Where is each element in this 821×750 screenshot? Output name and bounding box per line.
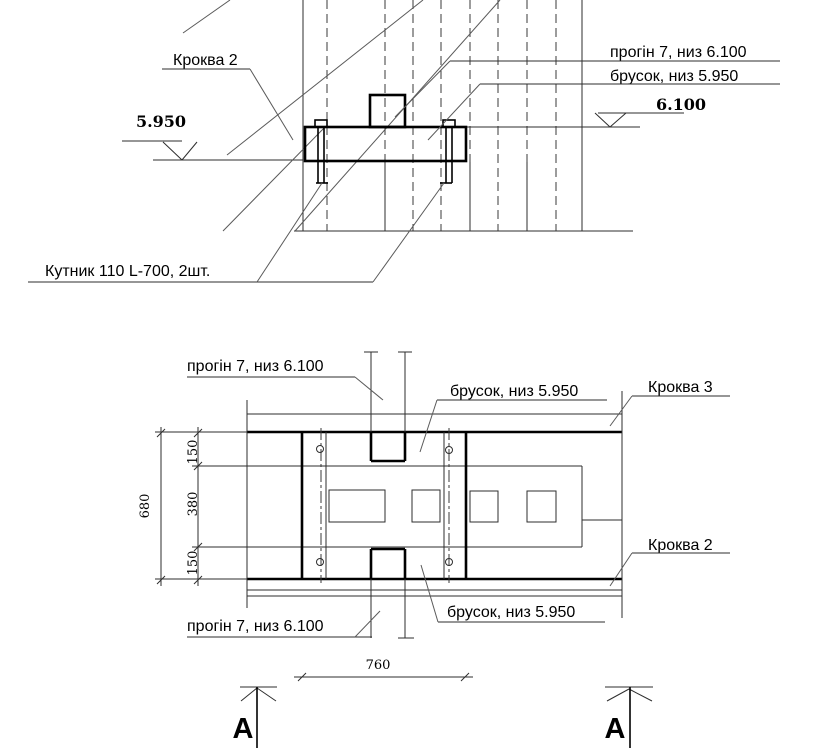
label-text: брусок, низ 5.950 bbox=[450, 383, 578, 400]
bolt-hole bbox=[316, 445, 324, 453]
section-letter-right: А bbox=[605, 713, 626, 745]
dim-value-150: 150 bbox=[186, 440, 201, 465]
datum-check bbox=[594, 112, 611, 128]
dim-value-680: 680 bbox=[138, 494, 153, 519]
bolt-hole bbox=[445, 446, 453, 454]
progin-block-outline bbox=[368, 93, 407, 129]
dim-tick bbox=[297, 672, 307, 682]
angle-bracket-right bbox=[440, 119, 456, 184]
dim-tick bbox=[156, 428, 166, 438]
dimension-760: 760 bbox=[294, 658, 473, 682]
datum-mark-left: 5.950 bbox=[122, 112, 198, 161]
label-text: брусок, низ 5.950 bbox=[447, 604, 575, 621]
label-leader bbox=[419, 399, 438, 453]
label-text: Кроква 3 bbox=[648, 379, 713, 396]
label-leader bbox=[354, 610, 381, 638]
rafter-strips bbox=[155, 391, 623, 618]
section-arrow bbox=[606, 688, 630, 702]
label-text: прогін 7, низ 6.100 bbox=[187, 618, 324, 635]
section-arrow bbox=[256, 687, 277, 702]
datum-value-right: 6.100 bbox=[656, 95, 706, 114]
plate-slot bbox=[469, 490, 499, 523]
label-text: прогін 7, низ 6.100 bbox=[610, 44, 747, 61]
datum-mark-right: 6.100 bbox=[594, 95, 706, 128]
rafter-line bbox=[226, 0, 424, 156]
label-brusok-plan-bottom: брусок, низ 5.950 bbox=[420, 564, 605, 623]
assembly-outline bbox=[300, 428, 583, 583]
plate-slot bbox=[411, 489, 441, 523]
rafter-line bbox=[294, 0, 501, 232]
section-arrow bbox=[628, 688, 653, 702]
label-progin-plan-bottom: прогін 7, низ 6.100 bbox=[187, 610, 381, 638]
elevation-view: 5.950 6.100 Кроква 2 прогін 7, низ 6.100… bbox=[28, 0, 780, 283]
datum-check bbox=[162, 141, 183, 161]
label-leader bbox=[256, 182, 323, 283]
dimension-left: 680 150 380 150 bbox=[138, 427, 203, 586]
label-krokva2-plan: Кроква 2 bbox=[609, 537, 730, 587]
dim-tick bbox=[193, 575, 203, 585]
bolt-hole bbox=[316, 558, 324, 566]
purlin-lines bbox=[364, 351, 414, 639]
label-krokva2-elevation: Кроква 2 bbox=[162, 52, 294, 141]
label-kutnyk-elevation: Кутник 110 L-700, 2шт. bbox=[28, 182, 445, 283]
section-letter-left: А bbox=[233, 713, 254, 745]
bolt-head bbox=[314, 119, 328, 128]
angle-bracket-left bbox=[314, 119, 328, 184]
dim-value-380: 380 bbox=[186, 492, 201, 517]
section-marker-right: А bbox=[605, 686, 653, 748]
section-marker-left: А bbox=[233, 686, 277, 748]
dim-tick bbox=[193, 428, 203, 438]
label-brusok-plan-top: брусок, низ 5.950 bbox=[419, 383, 607, 453]
datum-check bbox=[609, 112, 627, 128]
dim-tick bbox=[460, 672, 470, 682]
structure-lines bbox=[153, 0, 640, 232]
dim-tick bbox=[193, 461, 203, 471]
label-leader bbox=[354, 376, 384, 401]
dim-tick bbox=[193, 542, 203, 552]
datum-value-left: 5.950 bbox=[136, 112, 186, 131]
label-leader bbox=[609, 552, 633, 587]
label-text: Кутник 110 L-700, 2шт. bbox=[45, 263, 210, 280]
dim-tick bbox=[156, 575, 166, 585]
label-progin-plan-top: прогін 7, низ 6.100 bbox=[187, 358, 384, 401]
label-leader bbox=[427, 83, 481, 141]
label-text: брусок, низ 5.950 bbox=[610, 68, 738, 85]
rafter-line bbox=[222, 125, 327, 232]
label-leader bbox=[372, 182, 445, 283]
rafter-line bbox=[182, 0, 231, 34]
label-text: Кроква 2 bbox=[648, 537, 713, 554]
bolt-hole bbox=[445, 558, 453, 566]
label-progin-elevation: прогін 7, низ 6.100 bbox=[394, 44, 780, 118]
datum-check bbox=[181, 141, 198, 161]
label-leader bbox=[420, 564, 439, 623]
hidden-edge-lines bbox=[326, 0, 557, 231]
label-leader bbox=[249, 68, 294, 141]
label-text: прогін 7, низ 6.100 bbox=[187, 358, 324, 375]
label-leader bbox=[394, 60, 451, 118]
label-krokva3-plan: Кроква 3 bbox=[609, 379, 730, 427]
label-brusok-elevation: брусок, низ 5.950 bbox=[427, 68, 780, 141]
dim-value-150: 150 bbox=[186, 551, 201, 576]
label-text: Кроква 2 bbox=[173, 52, 238, 69]
plate-slot bbox=[328, 489, 386, 523]
plan-view: 680 150 380 150 760 прогін 7, низ 6.100 … bbox=[138, 351, 730, 748]
plate-slot bbox=[526, 490, 557, 523]
section-arrow bbox=[240, 687, 258, 702]
rafter-diagonal-lines bbox=[182, 0, 501, 232]
label-leader bbox=[609, 395, 633, 427]
dim-value-760: 760 bbox=[366, 658, 391, 673]
